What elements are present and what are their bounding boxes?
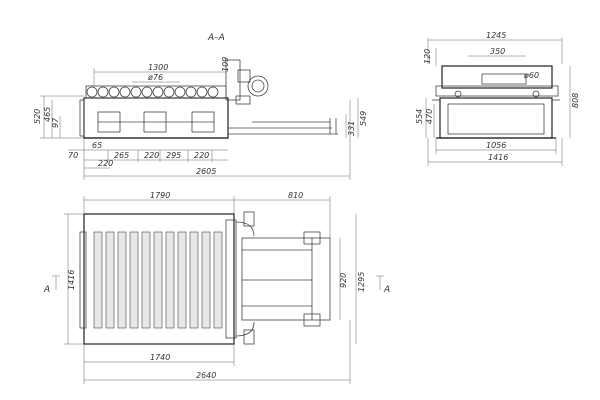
side-top-hood [441, 65, 553, 89]
conveyor-tray [228, 118, 338, 135]
side-chamber [447, 103, 545, 135]
side-view: 1245 350 120 ø60 554 470 808 1056 1416 [415, 31, 580, 166]
dim-1300: 1300 [148, 63, 168, 72]
dim-1416-plan: 1416 [67, 270, 76, 290]
dim-109: 109 [221, 57, 230, 72]
burner-tubes [93, 231, 223, 329]
dim-549: 549 [359, 111, 368, 126]
dim-470: 470 [425, 109, 434, 124]
dim-1295: 1295 [357, 272, 366, 292]
dim-810: 810 [288, 191, 303, 200]
dim-520: 520 [33, 109, 42, 124]
burner-assembly [225, 59, 269, 105]
plan-left-flange [79, 231, 87, 329]
dim-295: 295 [166, 151, 181, 160]
dim-2640: 2640 [196, 371, 216, 380]
plan-dimension-lines [52, 196, 384, 384]
plan-view: 1790 810 1416 920 1295 1740 2640 A A [43, 191, 390, 384]
dim-2605: 2605 [196, 167, 216, 176]
front-dimension-lines [40, 68, 359, 180]
dim-d76: ø76 [147, 73, 163, 82]
dim-920: 920 [339, 273, 348, 288]
side-burner-block [481, 73, 527, 85]
dim-65: 65 [92, 141, 102, 150]
section-title: A–A [207, 33, 225, 43]
plan-conveyor [241, 231, 331, 327]
dim-d60: ø60 [523, 71, 539, 80]
manifold [225, 211, 255, 345]
dim-70: 70 [68, 151, 78, 160]
side-roller-band [435, 85, 559, 97]
dim-220-c: 220 [98, 159, 113, 168]
section-mark-right: A [383, 285, 390, 295]
dim-1245: 1245 [486, 31, 506, 40]
dim-120: 120 [423, 49, 432, 64]
dim-1056: 1056 [486, 141, 506, 150]
dim-350: 350 [490, 47, 505, 56]
dim-265: 265 [114, 151, 129, 160]
dim-97: 97 [51, 117, 60, 128]
section-mark-left: A [43, 285, 50, 295]
dim-220-a: 220 [144, 151, 159, 160]
dim-331: 331 [347, 121, 356, 136]
dim-1416-side: 1416 [488, 153, 508, 162]
dim-1790: 1790 [150, 191, 170, 200]
side-dimension-lines [425, 38, 571, 166]
dim-1740: 1740 [150, 353, 170, 362]
dim-220-b: 220 [194, 151, 209, 160]
roller-row [85, 85, 227, 99]
left-flange [79, 99, 85, 137]
dim-554: 554 [415, 109, 424, 124]
front-view: A–A [33, 33, 368, 180]
dim-465: 465 [43, 107, 52, 122]
plan-body [83, 213, 235, 345]
dim-808: 808 [571, 93, 580, 108]
